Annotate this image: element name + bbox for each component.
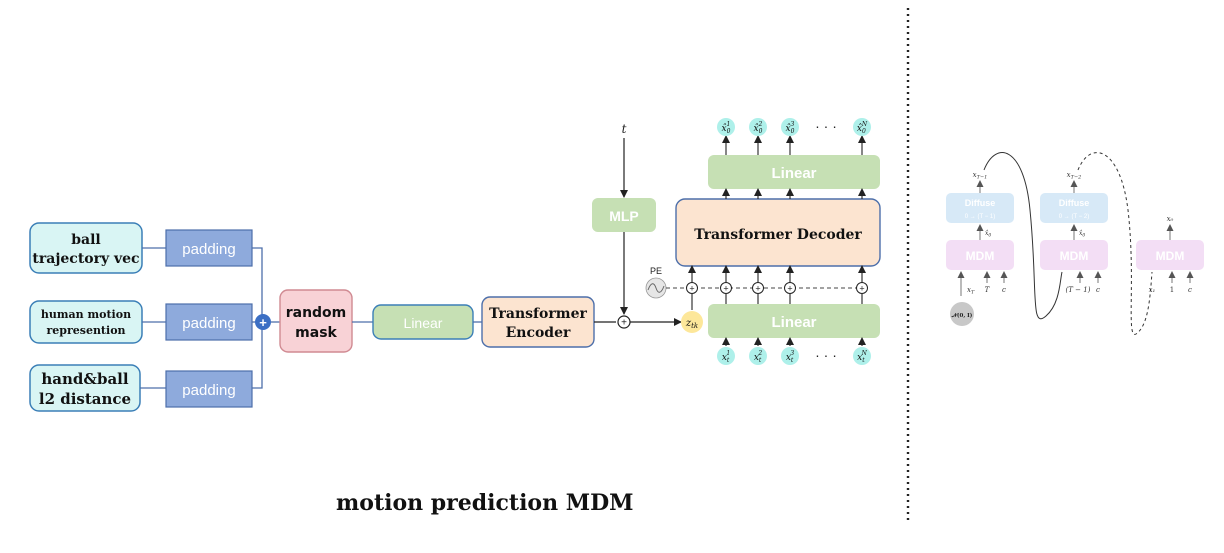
- timestep-label: t: [622, 122, 627, 136]
- one-label: 1: [1170, 286, 1174, 294]
- decoder-input-linear-label: Linear: [771, 314, 816, 331]
- output-tokens: x̂01 x̂02 x̂03 x̂0N: [717, 118, 871, 136]
- input-hand-ball-line2: l2 distance: [39, 390, 131, 408]
- c-label-3: c: [1188, 286, 1192, 294]
- input-ellipsis: · · ·: [815, 347, 837, 363]
- x0-label: x₀: [1167, 215, 1174, 223]
- decoder-columns: [688, 135, 866, 346]
- diffuse-label-1: Diffuse: [965, 198, 996, 208]
- transformer-decoder-block: [675, 198, 881, 267]
- concat-plus-icon: [255, 314, 271, 330]
- input-ball-trajectory-line1: ball: [71, 232, 101, 248]
- diffuse-range-2: 0 → (T − 2): [1059, 214, 1089, 220]
- mdm-label-3: MDM: [1156, 249, 1185, 263]
- mlp-block: [592, 198, 656, 232]
- svg-text:x̂0: x̂0: [1079, 230, 1085, 239]
- svg-text:+: +: [755, 284, 760, 294]
- figure-caption: motion prediction MDM: [336, 490, 634, 516]
- svg-text:+: +: [723, 284, 728, 294]
- svg-text:xtN: xtN: [857, 350, 868, 364]
- transformer-decoder-label: Transformer Decoder: [694, 227, 862, 243]
- diffuse-block-1: [946, 193, 1014, 223]
- random-mask-line2: mask: [295, 325, 337, 341]
- padding-block-3: [165, 370, 253, 408]
- pe-sum-nodes: + + + + +: [686, 282, 868, 294]
- output-ellipsis: · · ·: [815, 118, 837, 134]
- mdm-label-2: MDM: [1060, 249, 1089, 263]
- T-label: T: [985, 286, 991, 294]
- svg-text:xt2: xt2: [754, 350, 763, 364]
- svg-text:x̂0: x̂0: [985, 230, 991, 239]
- padding-block-2: [165, 303, 253, 341]
- svg-text:x̂0N: x̂0N: [857, 121, 868, 135]
- decoder-output-linear-block: [708, 155, 880, 189]
- z-tk-token: [681, 311, 703, 333]
- mdm-label-1: MDM: [966, 249, 995, 263]
- padding-label-1: padding: [182, 241, 235, 258]
- svg-text:x̂02: x̂02: [754, 121, 763, 135]
- input-human-motion-line1: human motion: [41, 308, 131, 321]
- diffuse-range-1: 0 → (T − 1): [965, 214, 995, 220]
- pe-label: PE: [650, 266, 662, 276]
- input-human-motion-line2: represention: [46, 324, 125, 337]
- noise-node: [950, 302, 974, 326]
- xT-minus-1-label: xT−1: [973, 171, 988, 181]
- padding-label-2: padding: [182, 315, 235, 332]
- mdm-block-2: [1040, 240, 1108, 270]
- transformer-encoder-line2: Encoder: [506, 325, 571, 341]
- diffuse-block-2: [1040, 193, 1108, 223]
- svg-text:+: +: [689, 284, 694, 294]
- svg-text:x̂01: x̂01: [722, 121, 731, 135]
- noise-label: 𝒩(0, I): [951, 312, 973, 319]
- padding-label-3: padding: [182, 382, 235, 399]
- svg-text:xt3: xt3: [786, 350, 795, 364]
- svg-text:+: +: [787, 284, 792, 294]
- input-hand-ball-line1: hand&ball: [41, 370, 128, 388]
- random-mask-block: [279, 289, 353, 353]
- svg-text:xT: xT: [967, 286, 975, 296]
- mdm-block-1: [946, 240, 1014, 270]
- svg-text:xt1: xt1: [722, 350, 730, 364]
- xT-minus-2-label: xT−2: [1067, 171, 1082, 181]
- c-label-1: c: [1002, 286, 1006, 294]
- mdm-block-3: [1136, 240, 1204, 270]
- transformer-encoder-line1: Transformer: [489, 306, 587, 322]
- svg-text:x̂03: x̂03: [786, 121, 795, 135]
- diffuse-label-2: Diffuse: [1059, 198, 1090, 208]
- random-mask-line1: random: [286, 305, 347, 321]
- svg-text:+: +: [621, 318, 627, 329]
- linear-embedding-label: Linear: [404, 315, 443, 331]
- input-ball-trajectory-line2: trajectory vec: [32, 251, 139, 267]
- decoder-input-linear-block: [708, 304, 880, 338]
- decoder-output-linear-label: Linear: [771, 165, 816, 182]
- svg-text:+: +: [859, 284, 864, 294]
- c-label-2: c: [1096, 286, 1100, 294]
- concat-plus-label: +: [259, 315, 267, 330]
- x1-label: x₁: [1149, 286, 1156, 294]
- sampling-diagram: Diffuse 0 → (T − 1) MDM xT−1 x̂0 xT T c …: [946, 152, 1204, 335]
- padding-block-1: [165, 229, 253, 267]
- mlp-label: MLP: [609, 208, 639, 224]
- input-tokens: xt1 xt2 xt3 xtN: [717, 347, 871, 365]
- T-minus-1-label: (T − 1): [1066, 286, 1091, 294]
